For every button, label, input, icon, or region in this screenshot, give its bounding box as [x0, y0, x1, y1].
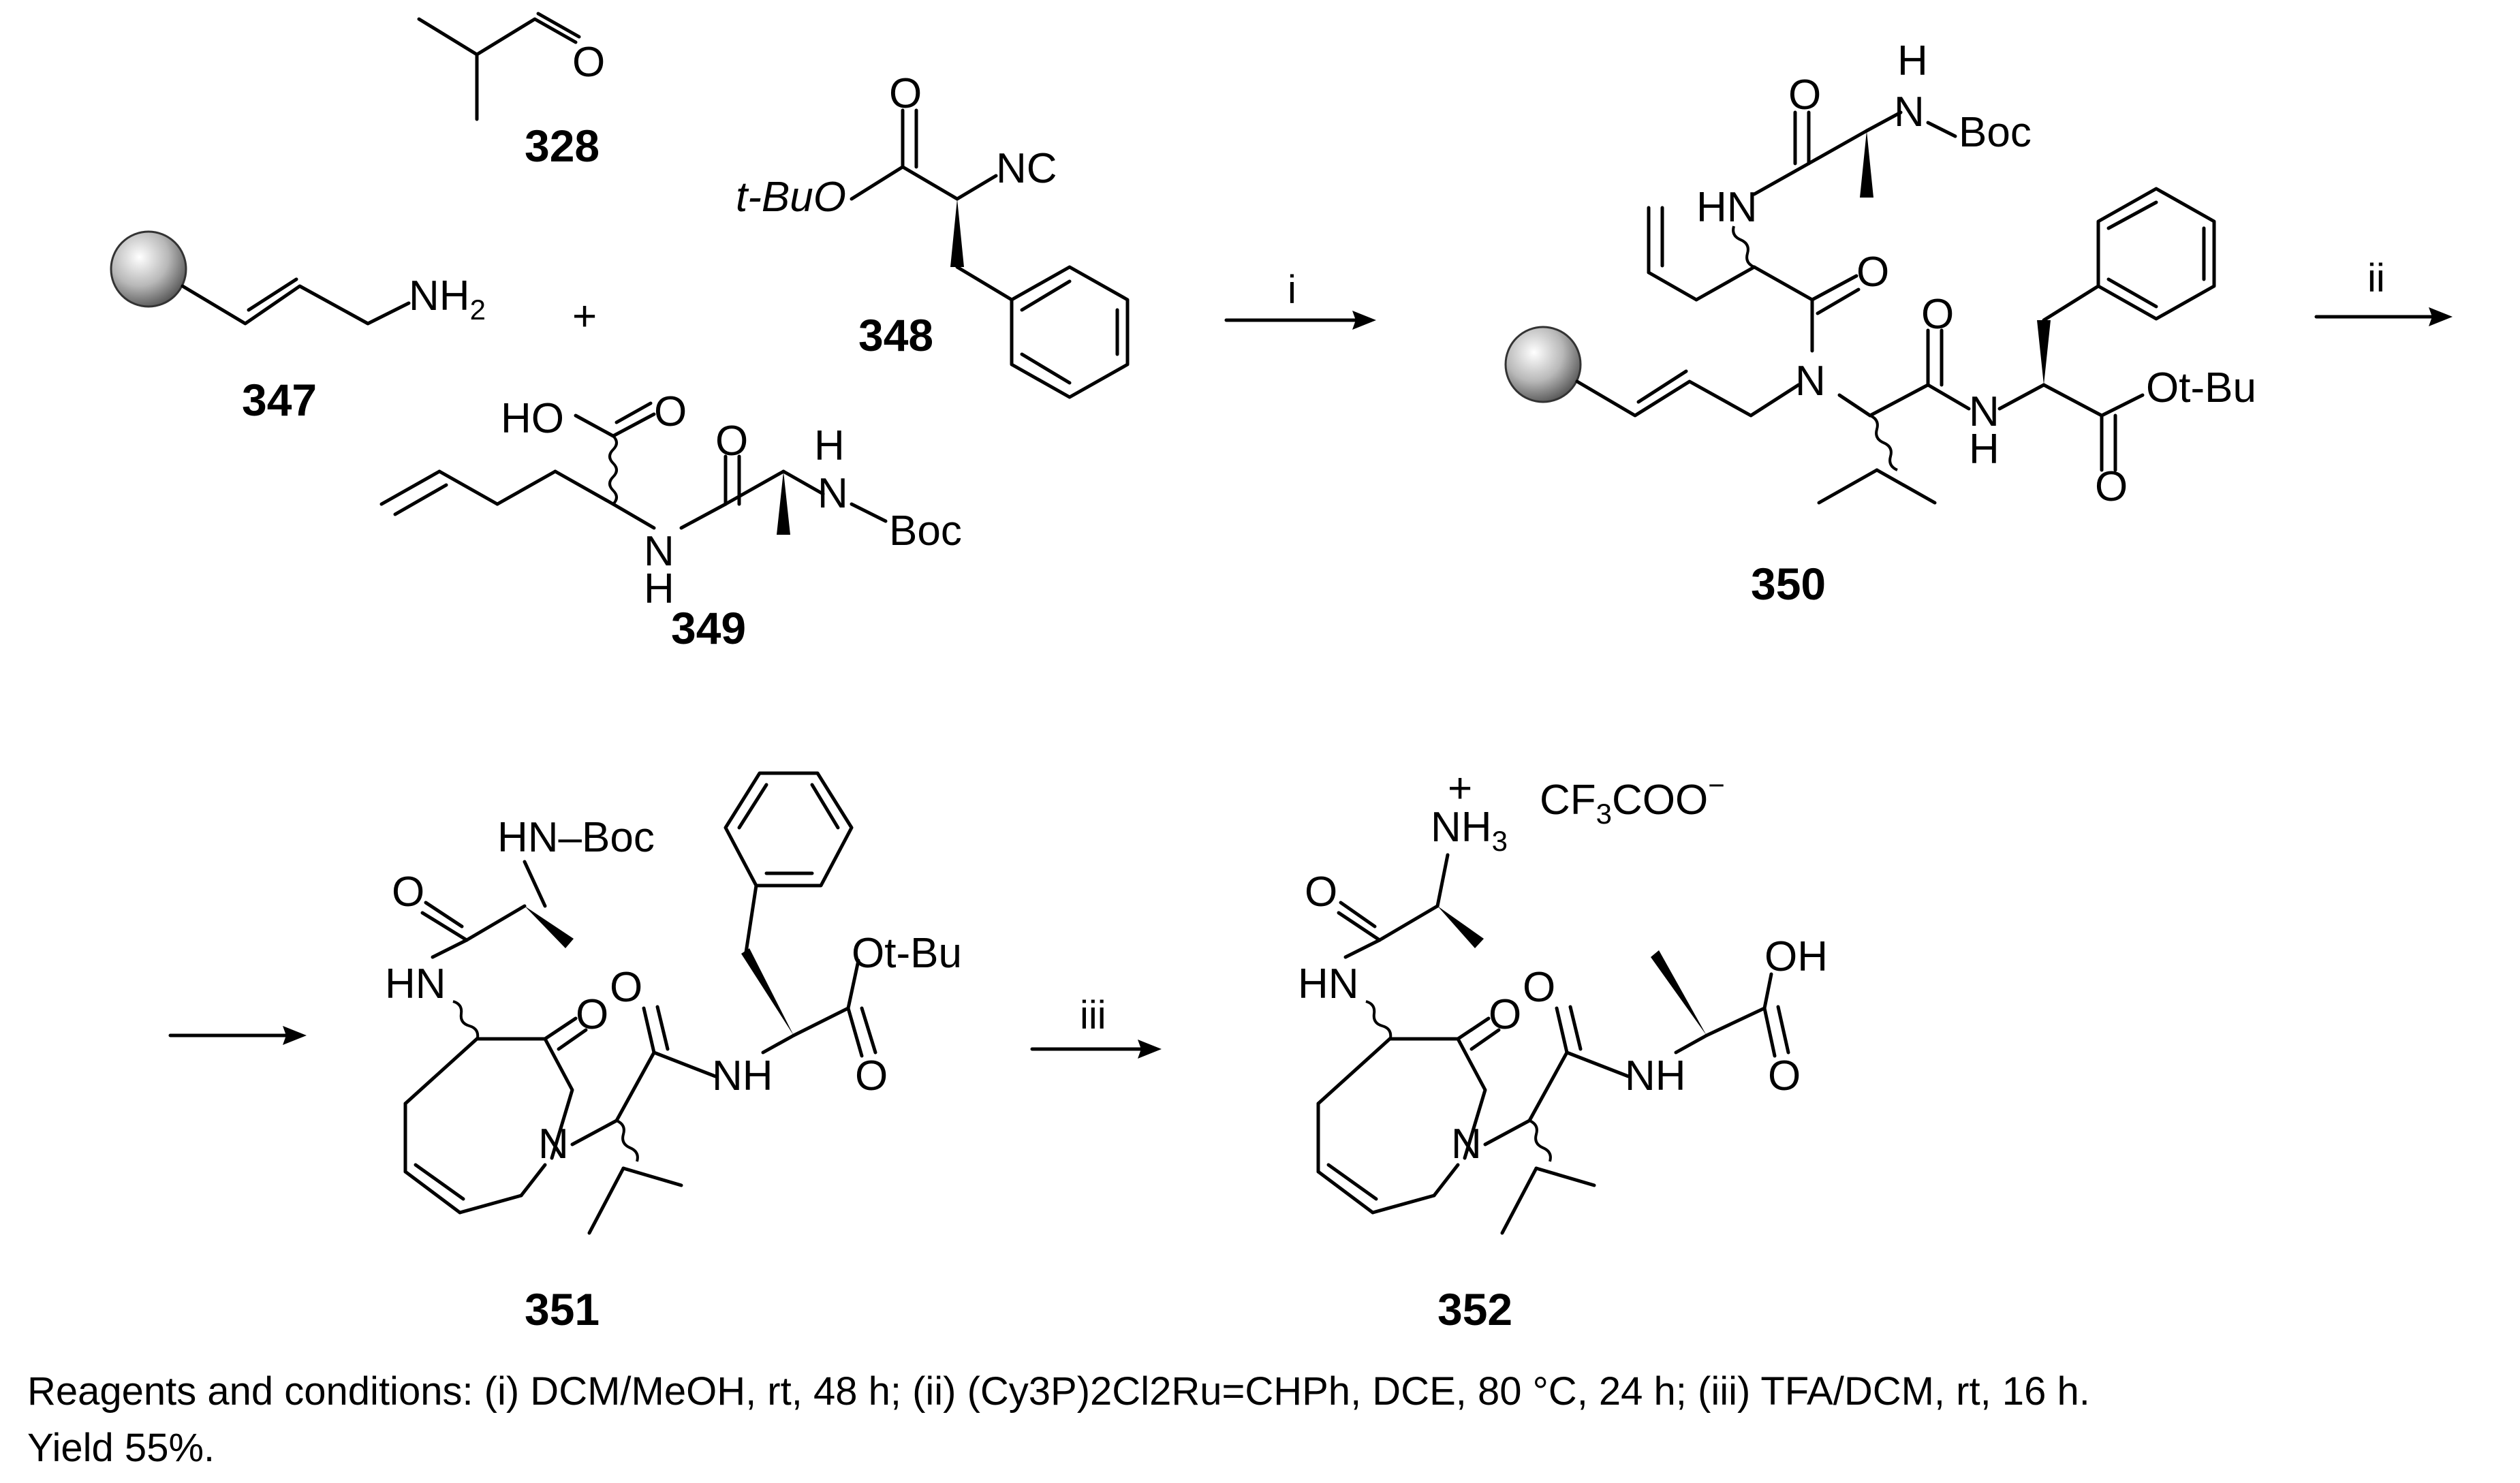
plus-sign: + — [572, 293, 597, 340]
compound-348: t-BuO O NC 348 — [736, 70, 1130, 399]
charge-plus: + — [1448, 765, 1472, 812]
condition-label-iii: iii — [1080, 993, 1106, 1037]
compound-label-352: 352 — [1437, 1284, 1512, 1334]
atom-NH: NH — [1625, 1052, 1686, 1099]
compound-label-348: 348 — [858, 310, 933, 360]
atom-CF3COO: CF3COO− — [1540, 769, 1725, 830]
atom-NH2: NH2 — [409, 272, 486, 326]
atom-O: O — [715, 418, 748, 465]
atom-O: O — [1921, 291, 1954, 338]
reaction-arrow-ii-continued — [168, 1026, 307, 1045]
condition-label-i: i — [1288, 268, 1296, 312]
atom-O: O — [2095, 463, 2128, 510]
atom-O: O — [1489, 991, 1521, 1038]
atom-Boc: Boc — [889, 508, 962, 555]
atom-HN: HN — [385, 961, 446, 1008]
atom-Ot-Bu: Ot-Bu — [852, 930, 962, 977]
atom-Ot-Bu: Ot-Bu — [2146, 364, 2256, 411]
atom-O: O — [855, 1052, 888, 1099]
atom-N: N — [1969, 388, 2000, 435]
atom-O: O — [392, 869, 424, 916]
resin-bead-icon — [1504, 326, 1582, 403]
atom-N: N — [1451, 1121, 1482, 1168]
caption-line-1: Reagents and conditions: (i) DCM/MeOH, r… — [27, 1369, 2090, 1414]
atom-H: H — [644, 565, 674, 612]
atom-O: O — [1856, 249, 1889, 296]
condition-label-ii: ii — [2367, 256, 2385, 300]
compound-351: HN–Boc O HN O N O NH — [385, 771, 962, 1334]
reaction-arrow-ii: ii — [2314, 256, 2453, 326]
atom-Boc: Boc — [1959, 109, 2032, 156]
atom-N: N — [644, 528, 674, 575]
atom-HN: HN — [1696, 184, 1758, 231]
atom-HN: HN — [1298, 961, 1359, 1008]
atom-OH: OH — [1764, 933, 1828, 980]
compound-350: N O HN O H N Boc O N H — [1504, 37, 2256, 609]
atom-H: H — [1897, 37, 1928, 84]
compound-label-350: 350 — [1751, 559, 1826, 609]
atom-O: O — [1768, 1052, 1801, 1099]
atom-NC: NC — [996, 145, 1057, 192]
reaction-arrow-iii: iii — [1030, 993, 1162, 1059]
atom-O: O — [1305, 869, 1337, 916]
atom-N: N — [538, 1121, 569, 1168]
atom-N: N — [818, 470, 848, 517]
atom-O: O — [572, 39, 605, 86]
atom-H: H — [814, 422, 845, 469]
atom-O: O — [1523, 964, 1555, 1011]
compound-label-328: 328 — [525, 121, 600, 171]
atom-tBuO: t-BuO — [736, 174, 846, 221]
atom-HO: HO — [501, 395, 564, 442]
compound-label-351: 351 — [525, 1284, 600, 1334]
atom-H: H — [1969, 426, 2000, 473]
compound-328: O 328 — [417, 12, 605, 171]
compound-label-347: 347 — [242, 375, 317, 425]
atom-N: N — [1795, 358, 1826, 405]
atom-NH3: NH3 — [1431, 804, 1508, 857]
atom-NH: NH — [712, 1052, 773, 1099]
atom-HN-Boc: HN–Boc — [497, 814, 655, 861]
compound-label-349: 349 — [671, 603, 746, 653]
atom-O: O — [1788, 72, 1821, 119]
atom-O: O — [889, 70, 922, 117]
atom-N: N — [1894, 89, 1925, 136]
atom-O: O — [576, 991, 608, 1038]
compound-349: HO O N H O H N Boc 349 — [379, 388, 962, 653]
resin-bead-icon — [110, 230, 187, 308]
atom-O: O — [610, 964, 642, 1011]
compound-352: NH3 + CF3COO− O HN O N O NH — [1298, 765, 1828, 1334]
atom-O: O — [654, 388, 687, 435]
compound-347: NH2 347 — [110, 230, 486, 425]
caption-line-2: Yield 55%. — [27, 1426, 215, 1470]
reaction-arrow-i: i — [1224, 268, 1376, 330]
